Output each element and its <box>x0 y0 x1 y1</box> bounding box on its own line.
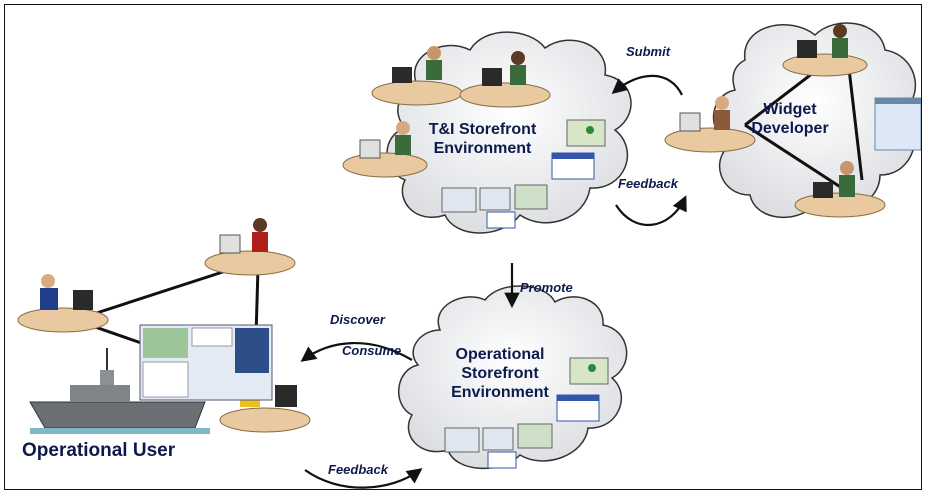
ti-cloud-title: T&I Storefront Environment <box>420 120 545 158</box>
feedback-top-arrow <box>615 195 687 227</box>
chart-widget-icon <box>441 184 548 229</box>
workstation-icon <box>782 24 868 77</box>
ti-cloud-title-line2: Environment <box>433 140 532 157</box>
ti-cloud-title-line1: T&I Storefront <box>428 121 537 138</box>
warship-icon <box>29 348 210 434</box>
workstation-icon <box>459 51 551 108</box>
widget-cloud-title-line2: Developer <box>751 120 829 137</box>
workstation-icon <box>17 274 109 333</box>
operational-cloud-title: Operational Storefront Environment <box>440 345 560 402</box>
operational-cloud-title-line1: Operational <box>455 346 545 363</box>
discover-label: Discover <box>330 312 385 327</box>
consume-arrow <box>300 342 413 362</box>
map-widget-icon <box>566 119 606 147</box>
dashboard-screen <box>139 324 273 401</box>
feedback-bottom-label: Feedback <box>328 462 388 477</box>
widget-cloud-title-line1: Widget <box>763 101 817 118</box>
submit-arrow <box>611 74 683 96</box>
workstation-icon <box>664 96 756 153</box>
promote-label: Promote <box>520 280 573 295</box>
workstation-icon <box>342 121 428 178</box>
workstation-icon <box>204 218 296 276</box>
diagram-border <box>4 4 922 490</box>
operational-user-label: Operational User <box>22 440 176 461</box>
operational-storefront-cloud <box>398 285 628 469</box>
calendar-widget-icon <box>556 394 600 422</box>
consume-label: Consume <box>342 343 402 358</box>
operational-cloud-title-line2: Storefront <box>461 365 539 382</box>
map-widget-icon <box>569 357 609 385</box>
calendar-widget-icon <box>551 152 595 180</box>
workstation-icon <box>794 161 886 218</box>
feedback-top-label: Feedback <box>618 176 678 191</box>
chart-widget-icon <box>444 423 553 469</box>
widget-cloud-title: Widget Developer <box>745 100 835 138</box>
feedback-bottom-arrow <box>304 468 423 489</box>
map-widget-icon <box>874 97 922 151</box>
workstation-icon <box>371 46 463 106</box>
flow-arrows <box>300 74 687 489</box>
operational-cloud-title-line3: Environment <box>451 384 549 401</box>
submit-label: Submit <box>626 44 671 59</box>
